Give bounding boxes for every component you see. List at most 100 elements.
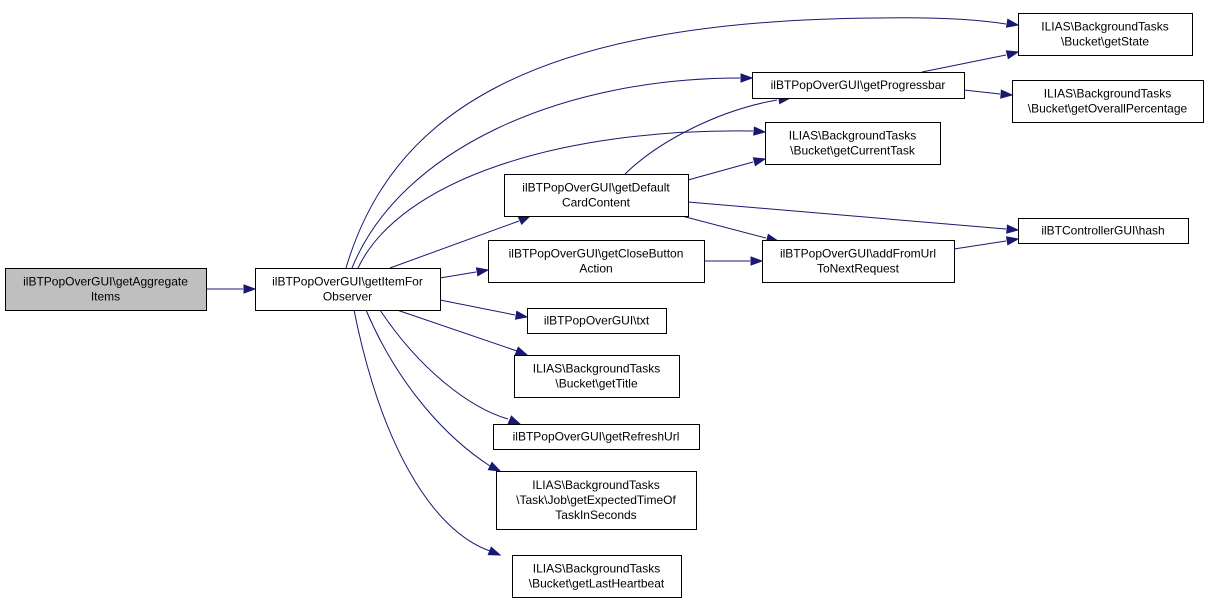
node-get-expected-time-of-task-in-seconds[interactable]: ILIAS\BackgroundTasks\Task\Job\getExpect… (496, 471, 697, 530)
edge-get-item-for-observer-to-get-progressbar (351, 73, 754, 269)
node-box[interactable] (504, 174, 689, 217)
node-label-line: ilBTControllerGUI\hash (1041, 224, 1164, 238)
node-txt[interactable]: ilBTPopOverGUI\txt (527, 308, 667, 334)
edge-line (953, 240, 1007, 250)
edge-get-item-for-observer-to-get-last-heartbeat (353, 309, 502, 556)
node-box[interactable] (1018, 218, 1189, 244)
node-label-line: ILIAS\BackgroundTasks (533, 362, 660, 376)
edge-get-default-card-content-to-hash (687, 201, 1020, 234)
node-label-line: ilBTPopOverGUI\addFromUrl (780, 247, 936, 261)
arrowhead-icon (1005, 50, 1020, 60)
node-box[interactable] (493, 424, 700, 450)
arrowhead-icon (475, 267, 490, 277)
node-label-line: CardContent (562, 196, 631, 210)
edge-get-item-for-observer-to-get-current-task (357, 126, 767, 269)
node-label-line: ilBTPopOverGUI\getRefreshUrl (513, 430, 680, 444)
arrowhead-icon (487, 546, 502, 556)
node-label-line: ilBTPopOverGUI\getItemFor (272, 275, 423, 289)
node-get-state[interactable]: ILIAS\BackgroundTasks\Bucket\getState (1018, 13, 1193, 56)
edge-line (439, 271, 477, 279)
edge-line (365, 309, 491, 467)
node-label-line: ilBTPopOverGUI\getProgressbar (771, 78, 946, 92)
node-box[interactable] (488, 240, 705, 283)
arrowhead-icon (514, 346, 529, 356)
edge-get-aggregate-items-to-get-item-for-observer (206, 284, 257, 294)
node-box[interactable] (752, 72, 965, 99)
edge-line (921, 54, 1007, 73)
edge-line (357, 130, 754, 269)
node-get-progressbar[interactable]: ilBTPopOverGUI\getProgressbar (752, 72, 965, 99)
edge-line (963, 89, 1001, 95)
node-label-line: ILIAS\BackgroundTasks (532, 478, 659, 492)
node-label-line: Items (91, 290, 120, 304)
arrowhead-icon (753, 126, 767, 136)
node-get-overall-percentage[interactable]: ILIAS\BackgroundTasks\Bucket\getOverallP… (1012, 80, 1204, 123)
arrowhead-icon (1000, 89, 1014, 99)
node-label-line: ILIAS\BackgroundTasks (533, 562, 660, 576)
node-box[interactable] (512, 555, 682, 598)
arrowhead-icon (487, 461, 502, 472)
node-label-line: ilBTPopOverGUI\getDefault (522, 181, 670, 195)
node-box[interactable] (255, 268, 441, 311)
arrowhead-icon (243, 284, 257, 294)
node-get-title[interactable]: ILIAS\BackgroundTasks\Bucket\getTitle (514, 355, 680, 398)
arrowhead-icon (740, 73, 754, 83)
node-label-line: \Bucket\getCurrentTask (790, 144, 916, 158)
edge-get-default-card-content-to-get-current-task (687, 157, 767, 181)
arrowhead-icon (750, 256, 764, 266)
arrowhead-icon (1005, 236, 1020, 246)
edge-line (687, 201, 1007, 230)
node-label-line: ILIAS\BackgroundTasks (1041, 20, 1168, 34)
node-label-line: ToNextRequest (817, 262, 900, 276)
node-label-line: ILIAS\BackgroundTasks (1044, 87, 1171, 101)
node-get-refresh-url[interactable]: ilBTPopOverGUI\getRefreshUrl (493, 424, 700, 450)
edge-get-close-button-action-to-add-from-url-to-next-request (704, 256, 764, 266)
node-box[interactable] (527, 308, 667, 334)
node-hash[interactable]: ilBTControllerGUI\hash (1018, 218, 1189, 244)
edge-get-item-for-observer-to-get-refresh-url (379, 309, 522, 425)
edge-line (396, 309, 518, 352)
node-label-line: \Bucket\getState (1061, 35, 1149, 49)
edge-get-item-for-observer-to-get-state (345, 17, 1020, 269)
node-label-line: ilBTPopOverGUI\getCloseButton (509, 247, 684, 261)
edge-get-default-card-content-to-add-from-url-to-next-request (677, 214, 780, 243)
arrowhead-icon (507, 415, 522, 425)
node-box[interactable] (514, 355, 680, 398)
node-label-line: \Bucket\getLastHeartbeat (529, 577, 665, 591)
edge-get-progressbar-to-get-state (921, 50, 1020, 73)
arrowhead-icon (752, 157, 767, 167)
node-label-line: \Bucket\getTitle (555, 377, 638, 391)
edge-line (345, 17, 1007, 269)
node-box[interactable] (765, 122, 941, 165)
node-get-current-task[interactable]: ILIAS\BackgroundTasks\Bucket\getCurrentT… (765, 122, 941, 165)
node-box[interactable] (1012, 80, 1204, 123)
edge-line (439, 299, 516, 316)
edge-line (379, 309, 509, 420)
edge-get-item-for-observer-to-txt (439, 299, 529, 320)
edge-get-progressbar-to-get-overall-percentage (963, 89, 1014, 99)
edges-layer (206, 17, 1020, 556)
node-label-line: Observer (323, 290, 372, 304)
edge-get-item-for-observer-to-get-expected-time-of-task-in-seconds (365, 309, 502, 472)
edge-get-item-for-observer-to-get-title (396, 309, 529, 356)
node-box[interactable] (5, 268, 207, 311)
node-label-line: \Task\Job\getExpectedTimeOf (516, 493, 676, 507)
arrowhead-icon (517, 215, 532, 226)
node-box[interactable] (762, 240, 955, 283)
node-box[interactable] (1018, 13, 1193, 56)
edge-line (351, 77, 741, 269)
node-label-line: TaskInSeconds (555, 508, 636, 522)
edge-line (389, 220, 520, 269)
node-label-line: Action (579, 262, 612, 276)
node-get-last-heartbeat[interactable]: ILIAS\BackgroundTasks\Bucket\getLastHear… (512, 555, 682, 598)
node-box[interactable] (496, 471, 697, 530)
edge-line (624, 99, 778, 175)
node-label-line: ilBTPopOverGUI\txt (544, 314, 650, 328)
edge-line (687, 161, 754, 181)
